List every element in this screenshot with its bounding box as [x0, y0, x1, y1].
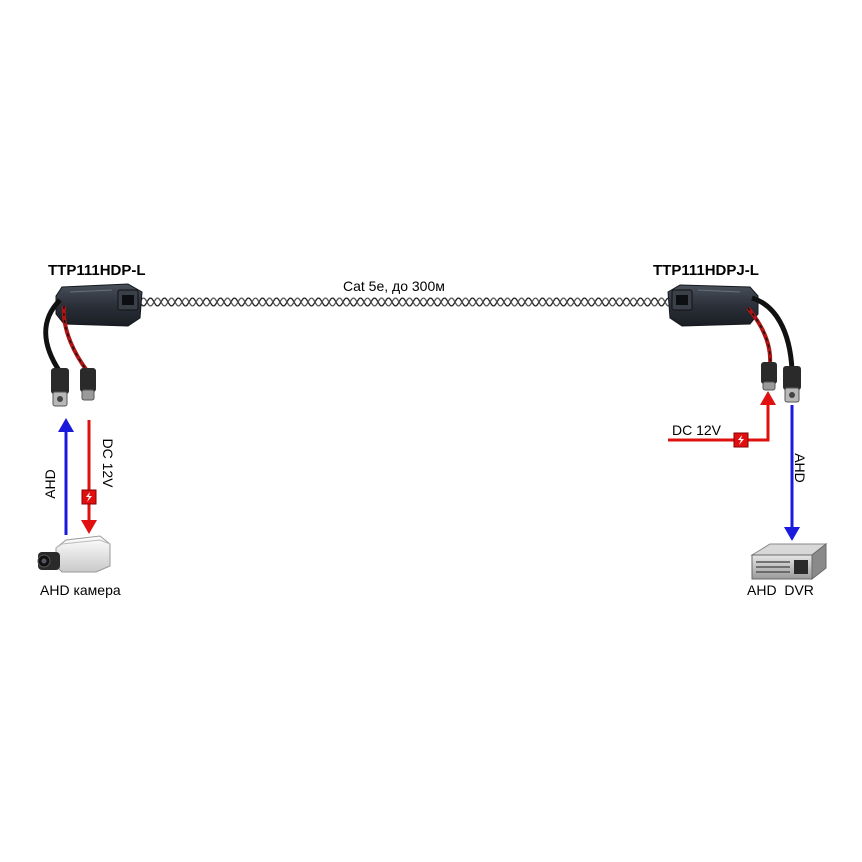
dvr-label: AHD DVR	[747, 582, 814, 598]
right-power-label: DC 12V	[672, 422, 722, 438]
left-power-arrow	[81, 420, 97, 534]
left-transceiver-unit	[43, 283, 143, 374]
camera-label: AHD камера	[40, 582, 121, 598]
power-bolt-icon	[81, 489, 97, 505]
left-power-label: DC 12V	[100, 438, 116, 488]
power-bolt-icon	[733, 432, 749, 448]
left-device-model: TTP111HDP-L	[48, 262, 146, 279]
right-transceiver-unit	[667, 284, 795, 371]
right-signal-label: AHD	[792, 453, 808, 483]
bnc-connector-icon	[783, 366, 801, 403]
left-signal-arrow	[58, 418, 74, 535]
dc-plug-icon	[80, 368, 96, 401]
bnc-connector-icon	[51, 368, 69, 407]
right-device-model: TTP111HDPJ-L	[653, 262, 759, 279]
right-power-arrow	[668, 391, 776, 442]
dc-jack-icon	[761, 362, 777, 391]
right-signal-arrow	[784, 405, 800, 541]
left-signal-label: AHD	[42, 469, 58, 499]
camera-icon	[37, 535, 111, 573]
twisted-pair-cable	[139, 297, 671, 307]
cable-label: Cat 5e, до 300м	[343, 278, 445, 294]
dvr-icon	[750, 542, 828, 581]
